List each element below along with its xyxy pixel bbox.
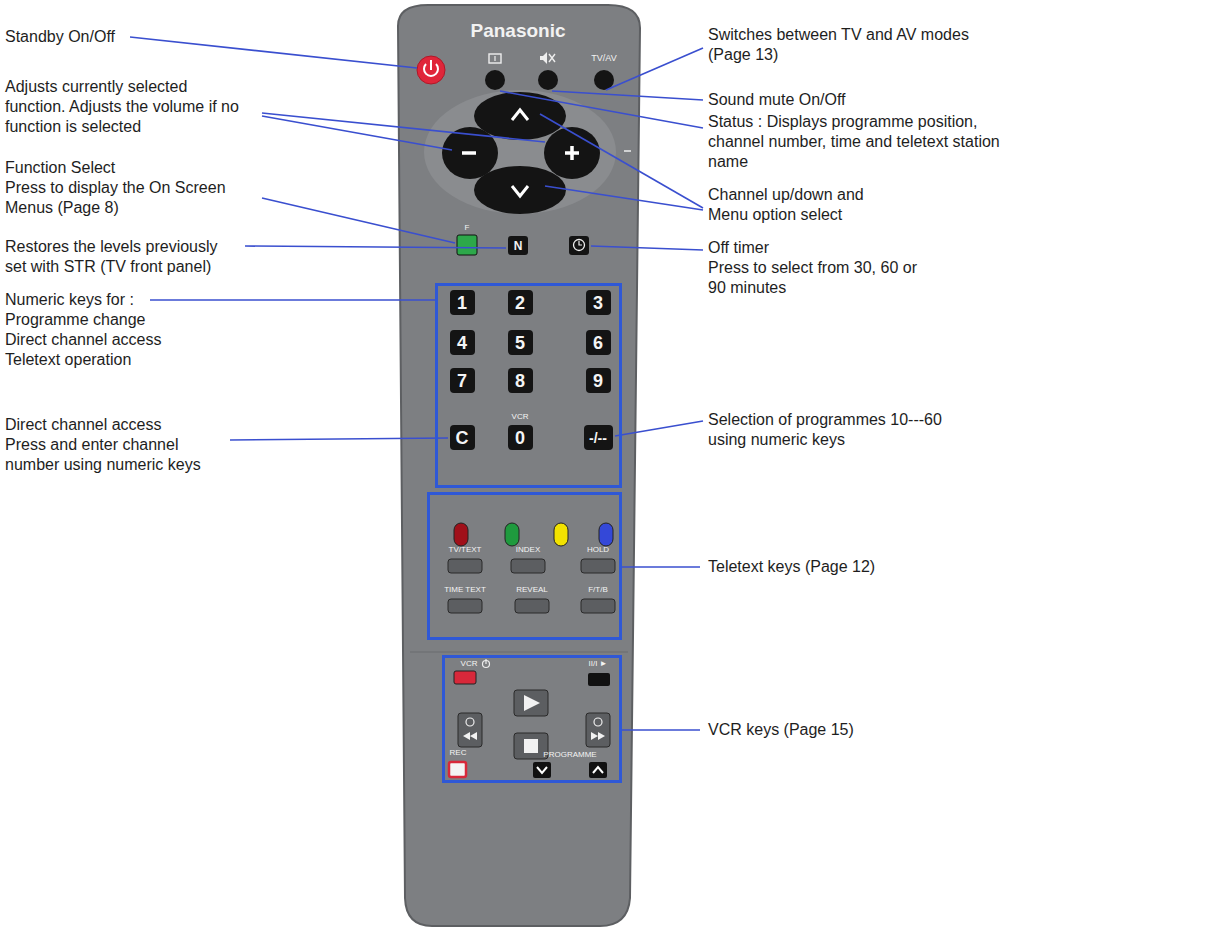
status-button (485, 70, 505, 90)
yellow-key (554, 523, 568, 546)
play-symbol (524, 695, 540, 711)
leader-lines (130, 37, 703, 730)
key-label: II/I ► (588, 660, 607, 668)
mode-button (588, 673, 610, 686)
key-label: 5 (515, 334, 525, 352)
status-icon (494, 56, 495, 61)
green-key (505, 523, 519, 546)
callout-text: Channel up/down and Menu option select (708, 185, 908, 225)
callout-text: Programme change (5, 310, 146, 330)
printed-key-label: N (514, 240, 523, 252)
key-label: 9 (593, 372, 603, 390)
key-label: 2 (515, 294, 525, 312)
rewind-symbol (463, 732, 477, 740)
key-label: 6 (593, 334, 603, 352)
vcr-power-icon (485, 659, 486, 664)
key-label: 8 (515, 372, 525, 390)
callout-text: Teletext operation (5, 350, 131, 370)
remote-body (398, 5, 640, 926)
red-key (454, 523, 468, 546)
up-button (474, 92, 566, 140)
timer-button (569, 236, 589, 255)
function-button (457, 235, 477, 255)
key-label: PROGRAMME (543, 751, 596, 759)
key-label: C (456, 429, 469, 447)
forward-button (586, 713, 610, 747)
key-label: 1 (457, 294, 467, 312)
forward-symbol (591, 732, 605, 740)
printed-key-label: Panasonic (470, 21, 565, 40)
mute-icon (549, 54, 555, 62)
programme-down-button (533, 762, 551, 778)
callout-text: Standby On/Off (5, 27, 115, 47)
callout-text: Function Select (5, 158, 115, 178)
blue-key (599, 523, 613, 546)
key-label: 0 (515, 429, 525, 447)
clock-icon (574, 240, 585, 251)
callout-text: Press and enter channel number using num… (5, 435, 237, 475)
key-label: INDEX (516, 546, 540, 554)
key-label: VCR (461, 660, 478, 668)
key-label: TIME TEXT (444, 586, 486, 594)
numeric-buttons (450, 290, 613, 450)
callout-text: Selection of programmes 10---60 using nu… (708, 410, 943, 450)
callout-text: Adjusts currently selected function. Adj… (5, 77, 245, 137)
programme-up-button (589, 762, 607, 778)
callout-text: Sound mute On/Off (708, 90, 846, 110)
normal-button (508, 236, 528, 255)
key-label: -/-- (589, 431, 607, 445)
callout-text: Direct channel access (5, 415, 162, 435)
record-button (449, 762, 466, 777)
callout-text: Switches between TV and AV modes (Page 1… (708, 25, 1008, 65)
key-label: TV/TEXT (449, 546, 482, 554)
power-icon (430, 60, 432, 70)
key-group-box: TV/TEXT INDEX HOLD TIME TEXT REVEAL F/T/B (427, 492, 622, 640)
plus-button (544, 127, 600, 179)
dpad-ring (424, 90, 616, 214)
printed-key-label: F (465, 224, 470, 232)
minus-symbol (462, 151, 476, 155)
stop-button (514, 733, 548, 759)
minus-mark (624, 150, 631, 152)
callout-text: VCR keys (Page 15) (708, 720, 854, 740)
key-label: REC (450, 749, 467, 757)
callout-text: Off timer (708, 238, 769, 258)
down-symbol (537, 767, 547, 773)
key-label: VCR (512, 413, 529, 421)
key-label: REVEAL (516, 586, 548, 594)
forward-icon (594, 718, 602, 726)
status-icon (489, 54, 501, 63)
callout-text: Status : Displays programme position, ch… (708, 112, 1013, 172)
printed-key-label: TV/AV (591, 54, 616, 63)
stop-symbol (524, 739, 538, 753)
key-label: HOLD (587, 546, 609, 554)
panel-seam (410, 652, 628, 653)
key-group-box: VCR II/I ► REC PROGRAMME (442, 655, 622, 783)
up-symbol (512, 110, 528, 120)
mute-icon (540, 52, 547, 64)
clock-icon (579, 241, 582, 245)
down-symbol (512, 186, 528, 196)
key-group-box: 1 2 3 4 5 6 7 8 9C VCR 0 -/-- (435, 283, 622, 488)
callout-text: Direct channel access (5, 330, 162, 350)
play-button (514, 690, 548, 716)
standby-button (417, 56, 445, 84)
callout-text: Restores the levels previously set with … (5, 237, 243, 277)
callout-text: Press to display the On Screen Menus (Pa… (5, 178, 250, 218)
mute-button (538, 70, 558, 90)
callout-text: Numeric keys for : (5, 290, 134, 310)
vcr-power-button (454, 671, 476, 684)
rewind-button (458, 713, 482, 747)
down-button (474, 166, 566, 214)
key-label: 3 (593, 294, 603, 312)
key-label: 7 (457, 372, 467, 390)
rewind-icon (466, 718, 474, 726)
up-symbol (593, 767, 603, 773)
callout-text: Teletext keys (Page 12) (708, 557, 875, 577)
callout-text: Press to select from 30, 60 or 90 minute… (708, 258, 918, 298)
key-label: F/T/B (588, 586, 608, 594)
key-label: 4 (457, 334, 467, 352)
plus-symbol (565, 146, 579, 160)
